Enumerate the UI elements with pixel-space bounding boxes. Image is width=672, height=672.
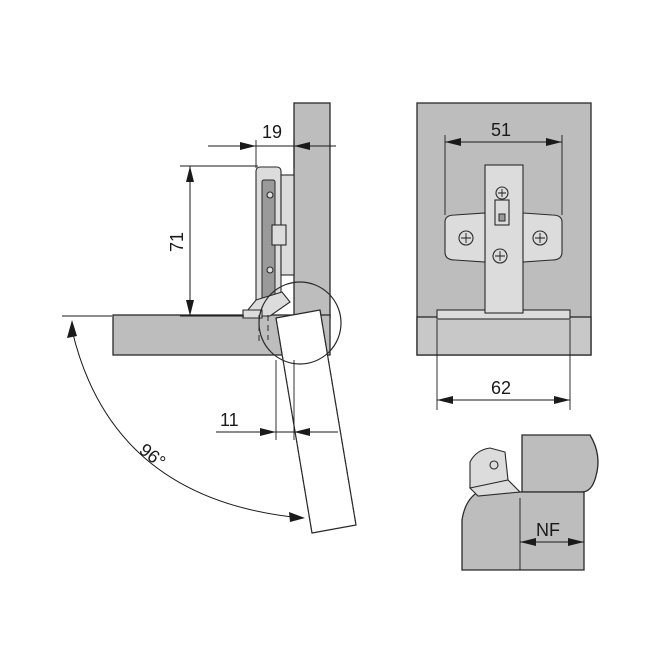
dimension-19-label: 19: [262, 122, 282, 142]
detail-hinge-knuckle: [468, 447, 522, 497]
detail-view: NF: [461, 434, 599, 571]
angle-96-label: 96°: [136, 439, 170, 472]
detail-door-piece: [521, 434, 599, 493]
dimension-62-label: 62: [491, 378, 511, 398]
front-view: 51 62: [416, 102, 592, 410]
front-door-panel: [416, 316, 592, 356]
hinge-arm-front: [444, 164, 563, 314]
detail-circle: [258, 281, 342, 365]
dimension-nf-label: NF: [536, 520, 560, 540]
hinge-arm-side: [241, 166, 295, 345]
dimension-nf: NF: [520, 520, 584, 546]
cabinet-side-panel: [293, 102, 331, 319]
dimension-11: 11: [216, 360, 338, 440]
open-door-outline: [275, 309, 357, 534]
dimension-51: 51: [444, 120, 563, 215]
dimension-62: 62: [436, 320, 571, 410]
dimension-11-label: 11: [220, 410, 239, 430]
dimension-71: 71: [167, 165, 258, 317]
dimension-51-label: 51: [491, 120, 511, 140]
side-view: 19 71 11 96°: [62, 102, 357, 534]
dimension-19: 19: [208, 122, 336, 168]
detail-cabinet-piece: [461, 491, 585, 571]
dimension-71-label: 71: [167, 232, 187, 252]
